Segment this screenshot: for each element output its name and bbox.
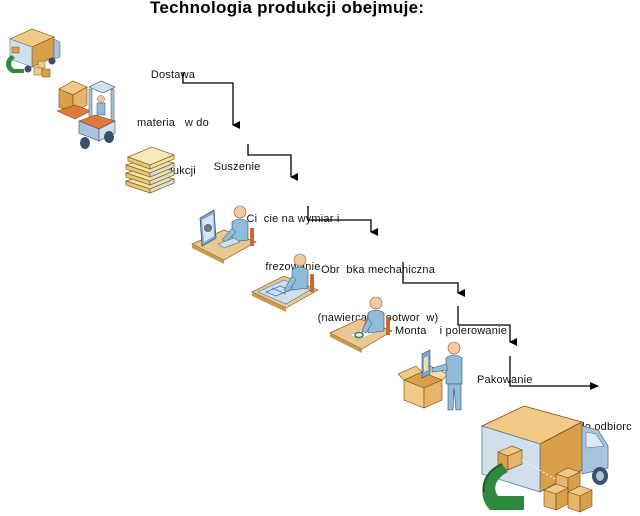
packing-worker-icon xyxy=(398,341,463,411)
connector-1 xyxy=(182,72,240,129)
step-label-assembly: Monta i polerowanie xyxy=(395,291,520,355)
delivery-truck-icon xyxy=(6,28,61,78)
connector-6 xyxy=(509,356,599,390)
step-label-line: Monta i polerowanie xyxy=(395,325,508,337)
connector-2 xyxy=(247,144,298,181)
connector-5 xyxy=(457,306,517,346)
step-label-line: Pakowanie xyxy=(477,374,533,386)
step-label-line: Dostawa xyxy=(150,69,196,81)
stacked-boards-icon xyxy=(124,146,176,194)
writing-worker-icon xyxy=(329,296,393,353)
delivery-truck-large-icon xyxy=(480,405,609,513)
connector-4 xyxy=(402,262,465,297)
step-label-line: Suszenie xyxy=(213,161,261,173)
computer-worker-icon xyxy=(191,205,257,264)
step-label-drying: Suszenie xyxy=(207,127,267,191)
step-label-packing: Pakowanie xyxy=(477,340,547,404)
step-label-line: materia w do xyxy=(137,117,209,129)
drafting-worker-icon xyxy=(251,253,319,312)
step-label-line: Ci cie na wymiar i xyxy=(246,213,340,225)
diagram-title: Technologia produkcji obejmuje: xyxy=(150,0,425,17)
step-label-delivery-materials: Dostawa materia w do produkcji xyxy=(128,35,218,195)
forklift-icon xyxy=(56,80,116,149)
connector-3 xyxy=(307,206,378,236)
step-label-line: Obr bka mechaniczna xyxy=(320,264,436,276)
